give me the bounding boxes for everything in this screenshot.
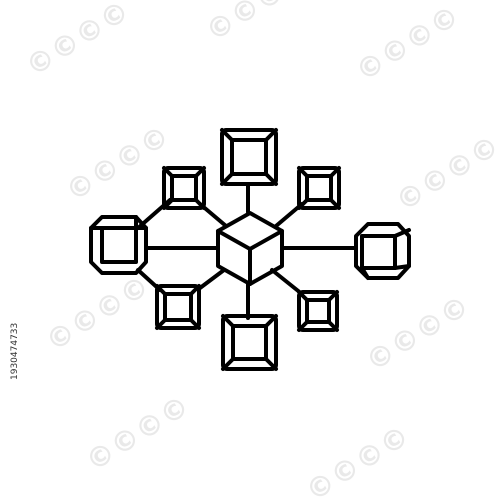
square-top-icon bbox=[220, 128, 278, 186]
square-bottom-left-icon bbox=[155, 284, 201, 330]
square-top-right-icon bbox=[297, 166, 341, 210]
cube-left-icon bbox=[89, 215, 148, 275]
square-top-left-icon bbox=[162, 166, 206, 210]
square-bottom-icon bbox=[221, 314, 278, 371]
cube-right-icon bbox=[354, 222, 411, 280]
stock-image-id: 1930474733 bbox=[10, 322, 20, 380]
square-bottom-right-icon bbox=[297, 290, 339, 332]
hexagon-cube-icon bbox=[216, 211, 284, 286]
